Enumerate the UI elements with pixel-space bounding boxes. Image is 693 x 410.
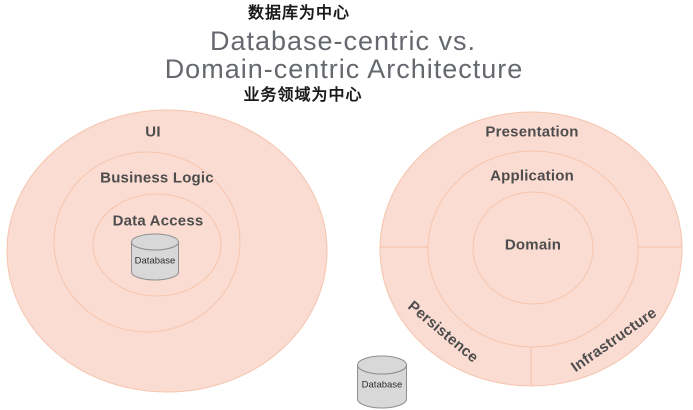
- database-label-left: Database: [134, 255, 176, 267]
- left-diagram-shapes: [6, 109, 328, 393]
- right-diagram-shapes: [357, 111, 683, 409]
- subtitle-zh-domain-centric: 业务领域为中心: [243, 87, 363, 104]
- left-layer-label-data-access: Data Access: [112, 212, 204, 230]
- page-title-line2: Domain-centric Architecture: [164, 54, 524, 84]
- database-cylinder-left: [131, 233, 179, 281]
- database-cylinder-bottom: [357, 355, 407, 409]
- left-layer-label-business-logic: Business Logic: [100, 169, 214, 187]
- database-cylinder-left-top: [131, 233, 179, 251]
- left-layer-label-ui: UI: [145, 123, 161, 141]
- right-layer-label-domain: Domain: [504, 236, 562, 254]
- subtitle-zh-database-centric: 数据库为中心: [247, 5, 351, 22]
- database-cylinder-bottom-top: [357, 355, 407, 375]
- right-layer-label-presentation: Presentation: [485, 123, 579, 141]
- right-layer-label-application: Application: [490, 167, 574, 185]
- right-inner-ring-domain: [472, 191, 594, 305]
- database-label-bottom: Database: [361, 379, 403, 391]
- page-title-line1: Database-centric vs.: [209, 26, 477, 56]
